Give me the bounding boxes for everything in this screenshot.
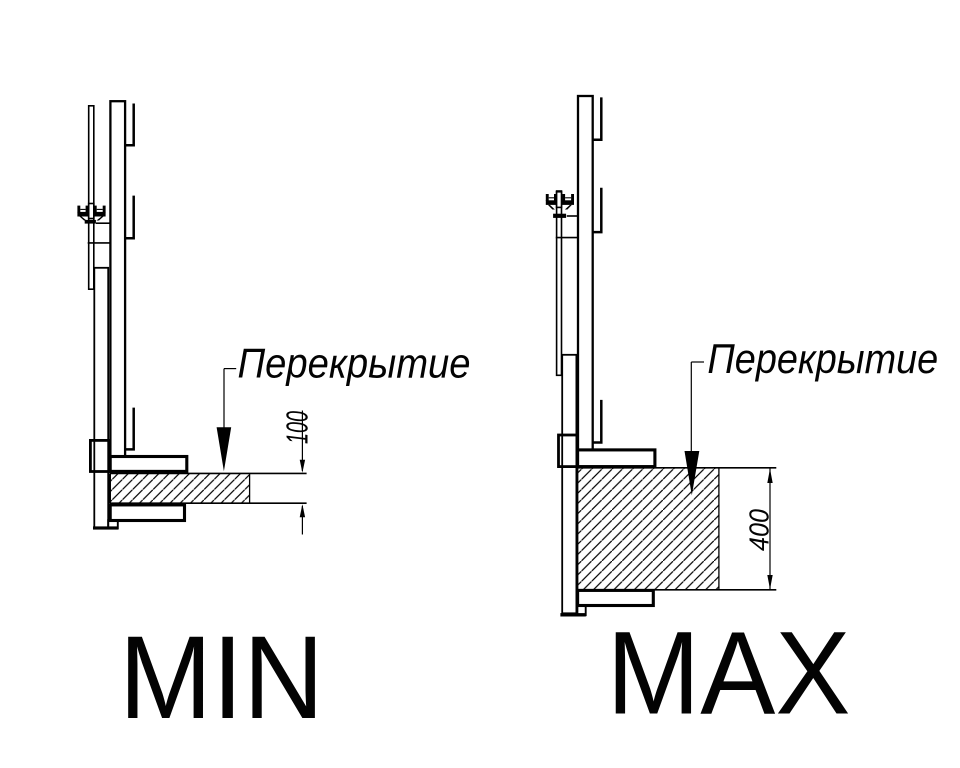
svg-text:MAX: MAX	[607, 608, 851, 740]
svg-text:100: 100	[279, 411, 314, 444]
svg-text:MIN: MIN	[119, 612, 324, 744]
svg-text:Перекрытие: Перекрытие	[707, 335, 938, 382]
svg-text:Перекрытие: Перекрытие	[238, 340, 471, 387]
svg-text:400: 400	[744, 509, 775, 551]
